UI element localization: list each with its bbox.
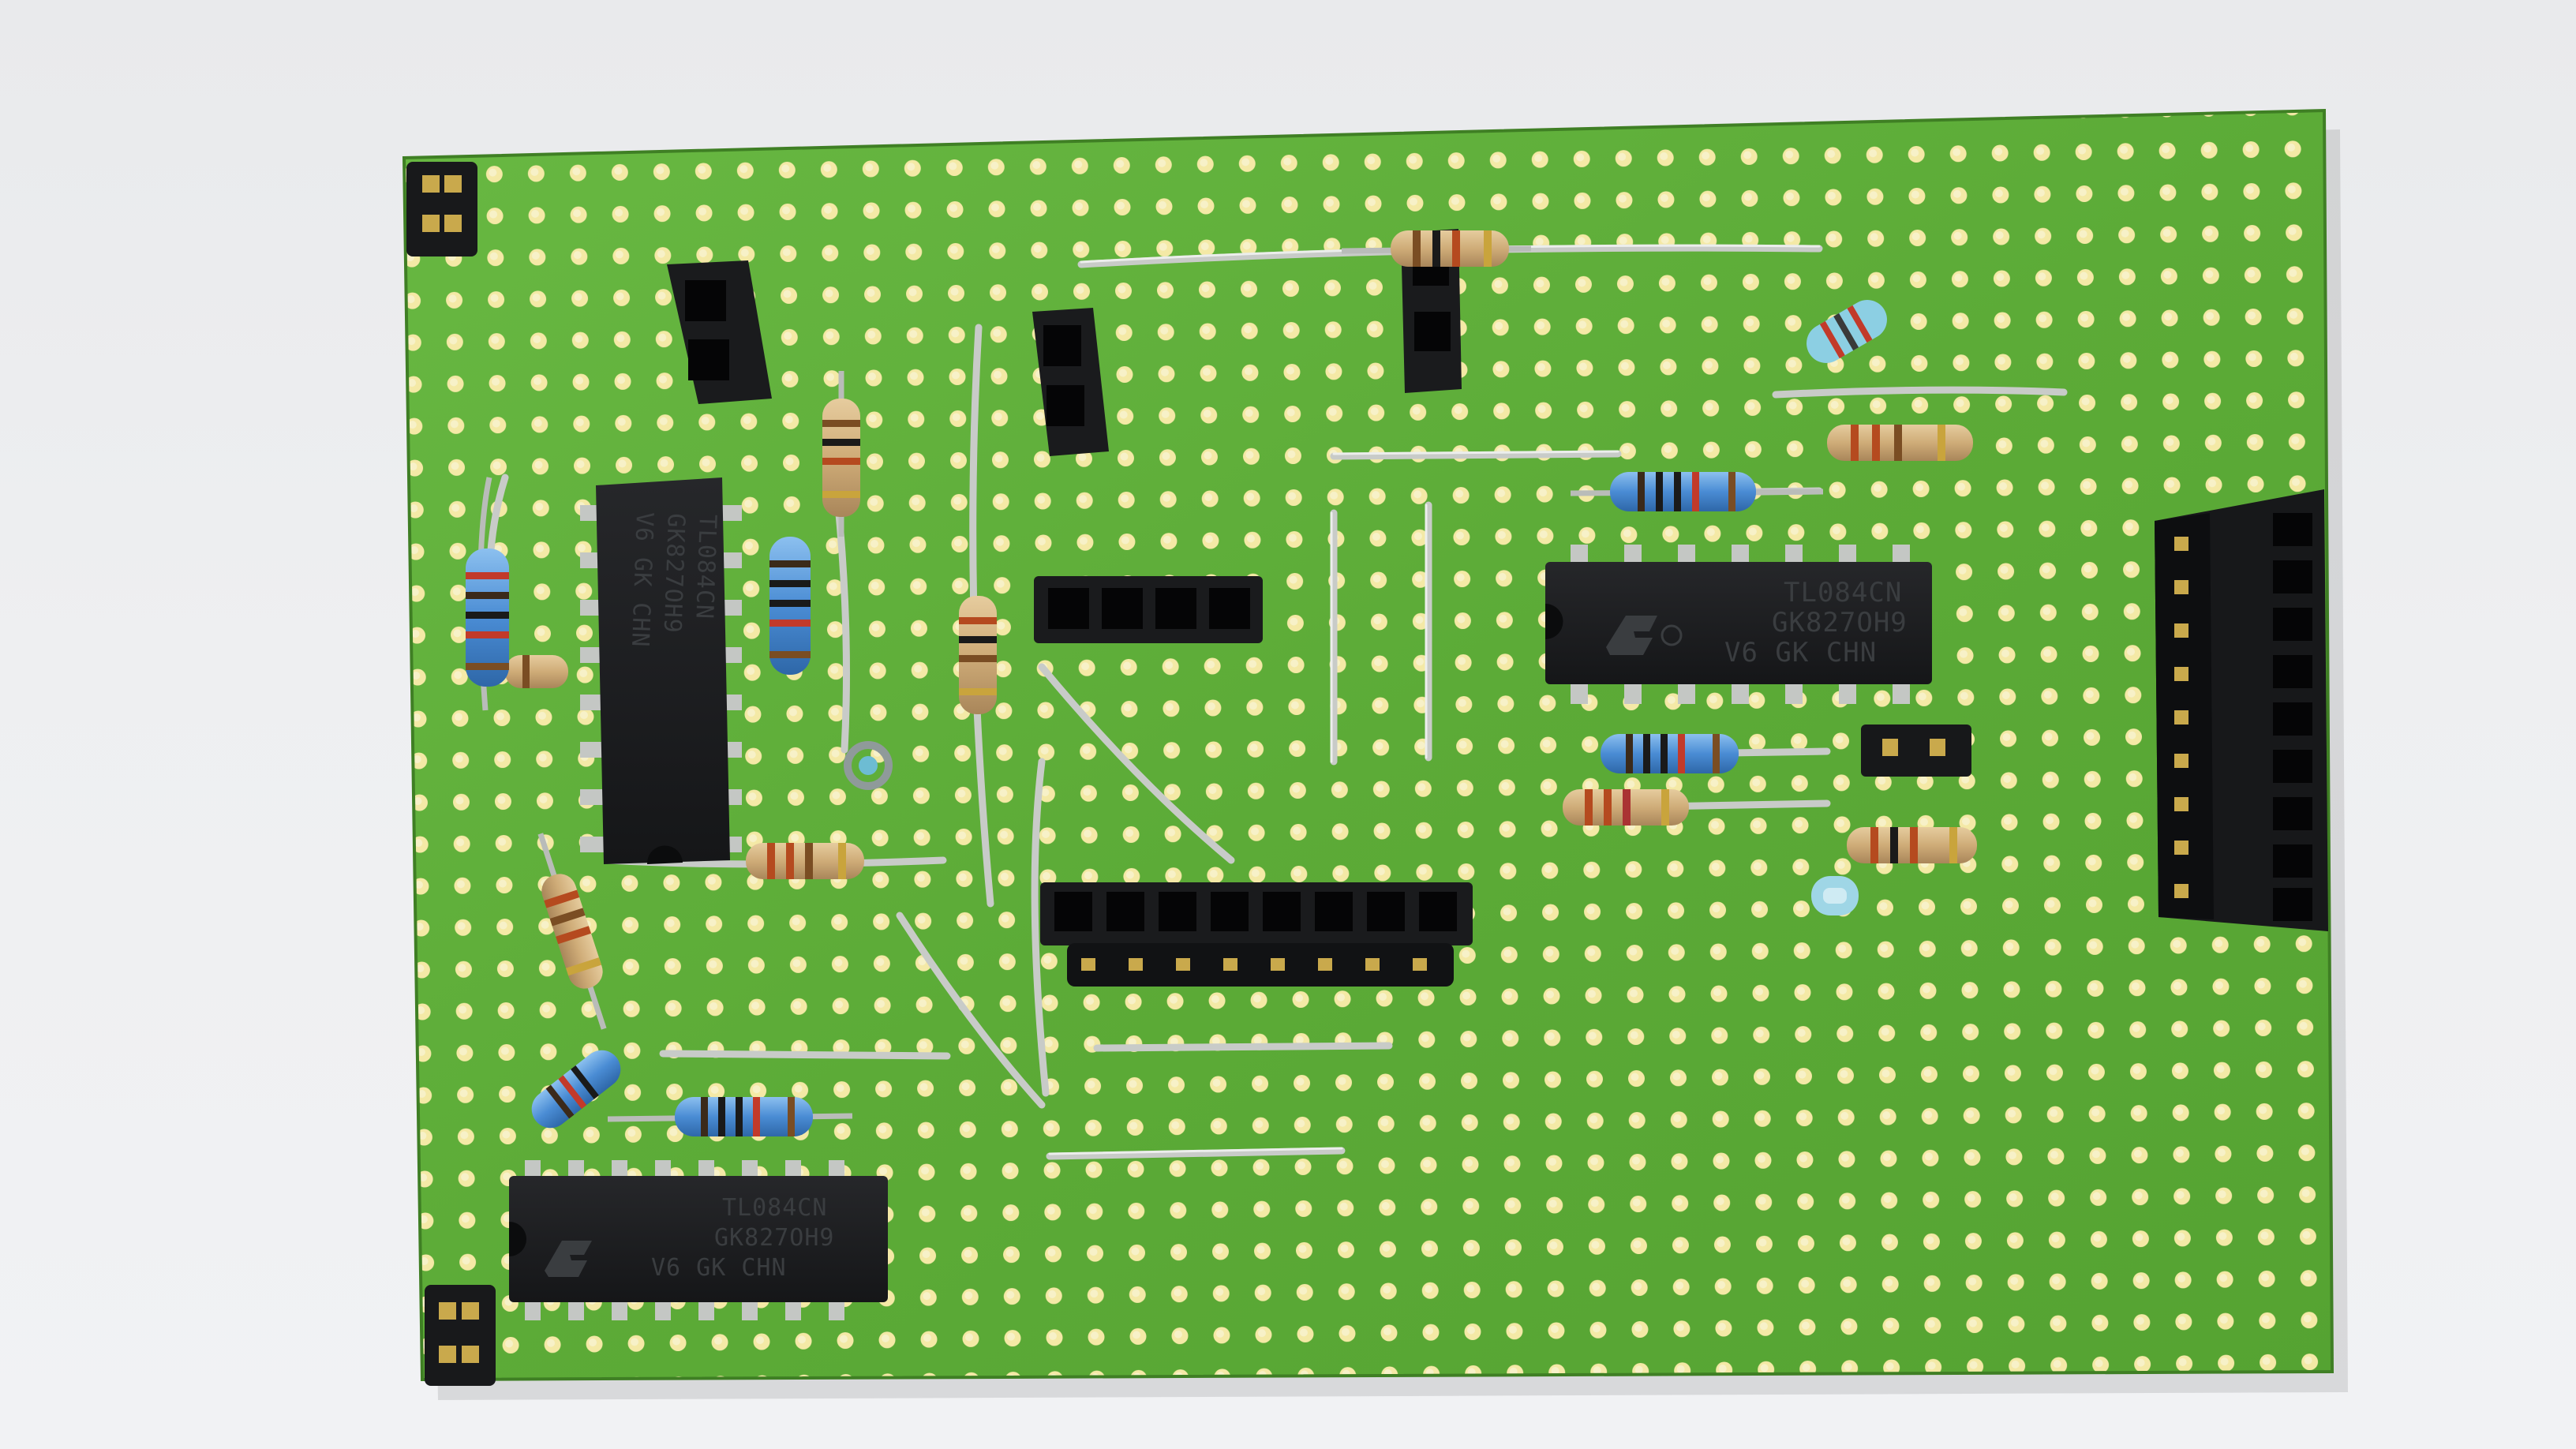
resistor-right-2	[1563, 789, 1689, 826]
resistor-top	[1341, 230, 1532, 267]
resistors-blue	[466, 472, 1824, 1136]
resistor-vertical-2	[959, 596, 997, 714]
resistor-blue-right-2	[1601, 734, 1739, 773]
resistor-diagonal-left	[537, 833, 607, 1030]
resistor-blue-vertical-2	[466, 477, 509, 711]
st-logo	[1606, 616, 1683, 655]
capacitor-bottom-left	[531, 1050, 621, 1129]
chip-left-line3: V6 GK CHN	[626, 511, 658, 648]
resistor-blue-bottom	[607, 1097, 853, 1136]
capacitor-top-right	[1807, 300, 1887, 363]
resistor-blue-right-1	[1570, 472, 1824, 511]
resistor-blue-vertical-1	[769, 537, 811, 675]
st-logo-bottom	[545, 1241, 592, 1277]
chip-right-line3: V6 GK CHN	[1724, 637, 1877, 668]
header-2pin-b[interactable]	[1032, 308, 1109, 456]
chip-left-line2: GK827OH9	[658, 513, 690, 635]
ic-chip-left: TL084CN GK827OH9 V6 GK CHN	[580, 477, 742, 864]
header-8pin[interactable]	[1040, 882, 1473, 987]
chip-bottom-line1: TL084CN	[722, 1194, 827, 1222]
capacitors	[531, 300, 1887, 1129]
jumper-right[interactable]	[1861, 724, 1971, 777]
chip-bottom-line3: V6 GK CHN	[651, 1254, 787, 1282]
jumper-top-left[interactable]	[406, 162, 477, 256]
chip-right-line1: TL084CN	[1784, 577, 1902, 608]
header-4pin[interactable]	[1034, 576, 1263, 643]
resistor-right-1	[1827, 425, 1973, 461]
header-9pin-vertical[interactable]	[2155, 489, 2328, 931]
chip-right-line2: GK827OH9	[1772, 607, 1908, 638]
header-2pin-a[interactable]	[667, 260, 772, 404]
resistor-left-small	[505, 655, 568, 688]
capacitor-left-coil	[844, 741, 893, 790]
jumper-bottom-left[interactable]	[425, 1285, 496, 1386]
resistor-under-left-chip	[746, 843, 864, 879]
ic-chip-bottom: TL084CN GK827OH9 V6 GK CHN	[509, 1160, 888, 1320]
ic-chip-right: TL084CN GK827OH9 V6 GK CHN	[1545, 545, 1932, 704]
resistor-right-3	[1847, 827, 1977, 863]
resistor-vertical-1	[822, 371, 860, 537]
chip-bottom-line2: GK827OH9	[714, 1224, 835, 1252]
chip-left-line1: TL084CN	[690, 514, 721, 620]
capacitor-bottom-right	[1811, 876, 1859, 915]
resistors-beige	[505, 230, 1977, 1030]
